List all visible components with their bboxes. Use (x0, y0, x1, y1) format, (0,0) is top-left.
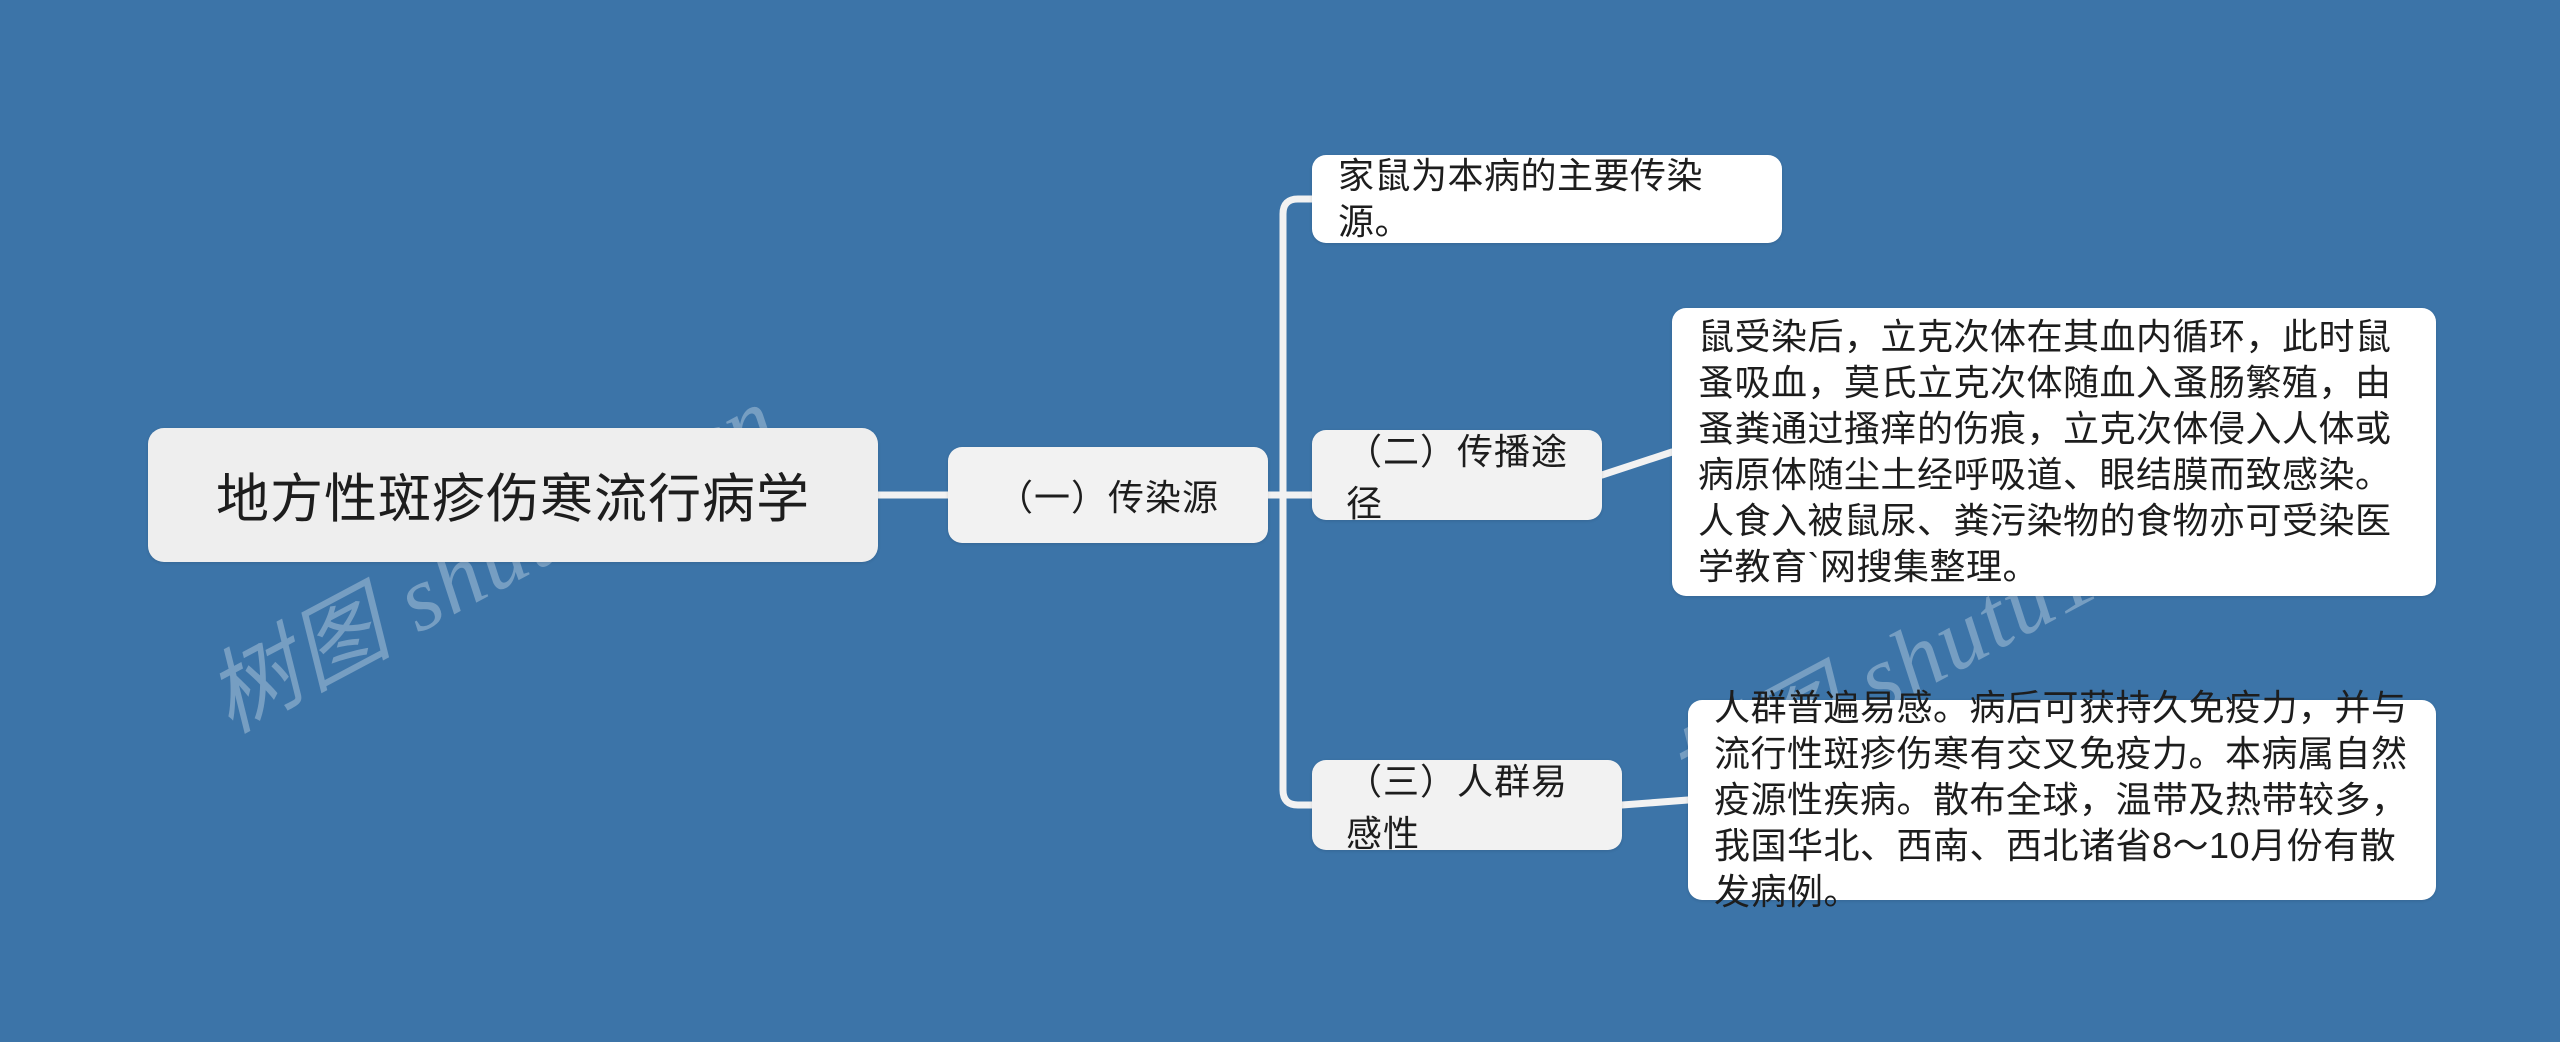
branch-node-3-label: （三）人群易感性 (1346, 761, 1569, 854)
mindmap-root-node[interactable]: 地方性斑疹伤寒流行病学 (148, 428, 878, 562)
connector-branch1-to-branch3 (1264, 491, 1316, 809)
branch-node-2-label: （二）传播途径 (1346, 431, 1569, 524)
mindmap-branch-node-2[interactable]: （二）传播途径 (1312, 430, 1602, 524)
mindmap-leaf-node-2[interactable]: 鼠受染后，立克次体在其血内循环，此时鼠蚤吸血，莫氏立克次体随血入蚤肠繁殖，由蚤粪… (1672, 308, 2436, 596)
leaf-node-3-label: 人群普遍易感。病后可获持久免疫力，并与流行性斑疹伤寒有交叉免疫力。本病属自然疫源… (1714, 686, 2408, 913)
mindmap-branch-node-1[interactable]: （一）传染源 (948, 447, 1268, 543)
leaf-node-2-label: 鼠受染后，立克次体在其血内循环，此时鼠蚤吸血，莫氏立克次体随血入蚤肠繁殖，由蚤粪… (1698, 315, 2392, 588)
root-node-label: 地方性斑疹伤寒流行病学 (216, 470, 810, 529)
connector-branch2-to-leaf2 (1598, 448, 1676, 479)
mindmap-leaf-node-1[interactable]: 家鼠为本病的主要传染源。 (1312, 155, 1782, 243)
mindmap-leaf-node-3[interactable]: 人群普遍易感。病后可获持久免疫力，并与流行性斑疹伤寒有交叉免疫力。本病属自然疫源… (1688, 687, 2436, 912)
connector-branch3-to-leaf3 (1618, 796, 1692, 809)
branch-node-1-label: （一）传染源 (996, 477, 1219, 518)
mindmap-branch-node-3[interactable]: （三）人群易感性 (1312, 760, 1622, 854)
leaf-node-1-label: 家鼠为本病的主要传染源。 (1338, 154, 1704, 242)
connector-branch1-to-leaf1 (1264, 195, 1316, 499)
